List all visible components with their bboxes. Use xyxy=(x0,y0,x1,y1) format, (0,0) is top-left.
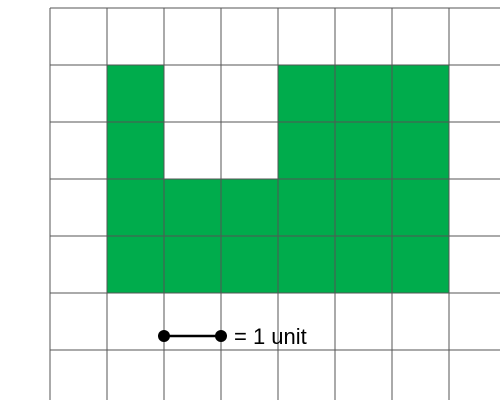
shape-cell xyxy=(335,179,393,237)
shape-cell xyxy=(392,65,450,123)
shape-cell xyxy=(107,122,165,180)
green-shape xyxy=(107,65,450,294)
unit-scale-left-dot xyxy=(158,330,170,342)
shape-cell xyxy=(278,236,336,294)
shape-cell xyxy=(278,179,336,237)
shape-cell xyxy=(278,65,336,123)
unit-scale-right-dot xyxy=(215,330,227,342)
shape-cell xyxy=(221,236,279,294)
shape-cell xyxy=(392,122,450,180)
shape-cell xyxy=(107,65,165,123)
shape-cell xyxy=(164,236,222,294)
grid-lines xyxy=(49,7,500,405)
shape-cell xyxy=(221,179,279,237)
shape-cell xyxy=(335,65,393,123)
shape-cell xyxy=(278,122,336,180)
unit-scale: = 1 unit xyxy=(158,324,307,349)
shape-cell xyxy=(392,179,450,237)
shape-cell xyxy=(107,236,165,294)
shape-cell xyxy=(164,179,222,237)
shape-cell xyxy=(335,122,393,180)
shape-cell xyxy=(107,179,165,237)
shape-cell xyxy=(335,236,393,294)
unit-scale-label: = 1 unit xyxy=(234,324,307,349)
shape-cell xyxy=(392,236,450,294)
